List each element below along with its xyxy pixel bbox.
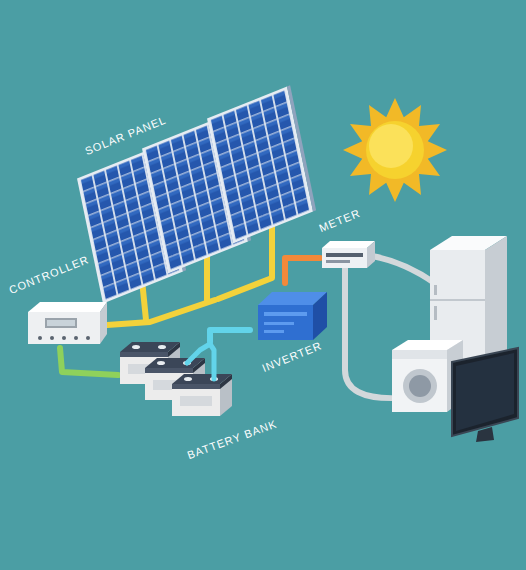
component-area: SOLAR PANEL [80,88,315,300]
fridge-part [434,285,437,295]
television-part [452,348,518,436]
component-area: INVERTER [250,283,328,345]
meter-unit [322,241,375,268]
solar-panel-array-part [207,85,316,243]
controller-unit-part [86,336,90,340]
inverter-unit-part [264,322,294,325]
component-label: CONTROLLER [7,253,91,297]
meter-unit-part [326,253,363,257]
controller-unit-part [38,336,42,340]
appliance-wires [345,256,436,398]
fridge-part [430,299,485,301]
controller-unit-part [47,320,75,326]
washing-machine-part [392,350,447,359]
sun-part [369,124,413,168]
washing-machine-part [392,350,447,412]
component-label: SOLAR PANEL [83,114,168,158]
battery-terminal-wires-part [210,344,214,379]
solar-panel-array-part-part [207,87,313,244]
inverter-unit-part [313,292,327,340]
appliance-wires-part [372,256,436,284]
washing-machine-part [409,375,431,397]
television-part [476,427,494,442]
power-wire [210,330,250,342]
controller-unit-part [45,318,77,328]
controller-unit-part [74,336,78,340]
television-part [456,353,514,431]
television [452,348,518,442]
component-area: METER [320,240,375,270]
washing-machine-part [403,369,437,403]
battery-units-part [172,374,232,416]
meter-unit-part [322,241,375,248]
power-wire [107,300,215,325]
inverter-unit-part [258,305,313,340]
component-label: INVERTER [260,339,324,375]
meter-unit-part [326,260,350,263]
meter-unit-part [367,241,375,268]
sun-part [366,121,424,179]
inverter-unit-part [264,330,284,333]
controller-unit-part [28,312,100,344]
sun-part [343,98,447,202]
controller-unit-part [62,336,66,340]
inverter-unit-part [264,312,307,316]
component-label: BATTERY BANK [186,417,279,462]
power-wire [285,258,320,283]
controller-unit-part [28,302,107,312]
inverter-unit [258,292,327,340]
appliance-wires-part [345,262,398,398]
fridge-part [434,306,437,320]
controller-unit-part [100,302,107,344]
component-label: METER [317,207,362,235]
solar-panel-array [77,85,316,303]
battery-terminal-wires-part [187,344,210,363]
component-area: CONTROLLER [22,300,107,348]
solar-panel-array-part-part [287,85,316,211]
sun [343,98,447,202]
component-area: BATTERY BANK [118,342,238,420]
battery-units [120,342,232,416]
power-wire [60,348,118,375]
controller-unit-part [50,336,54,340]
controller-unit [28,302,107,344]
battery-terminal-wires [187,344,214,379]
meter-unit-part [322,248,367,268]
